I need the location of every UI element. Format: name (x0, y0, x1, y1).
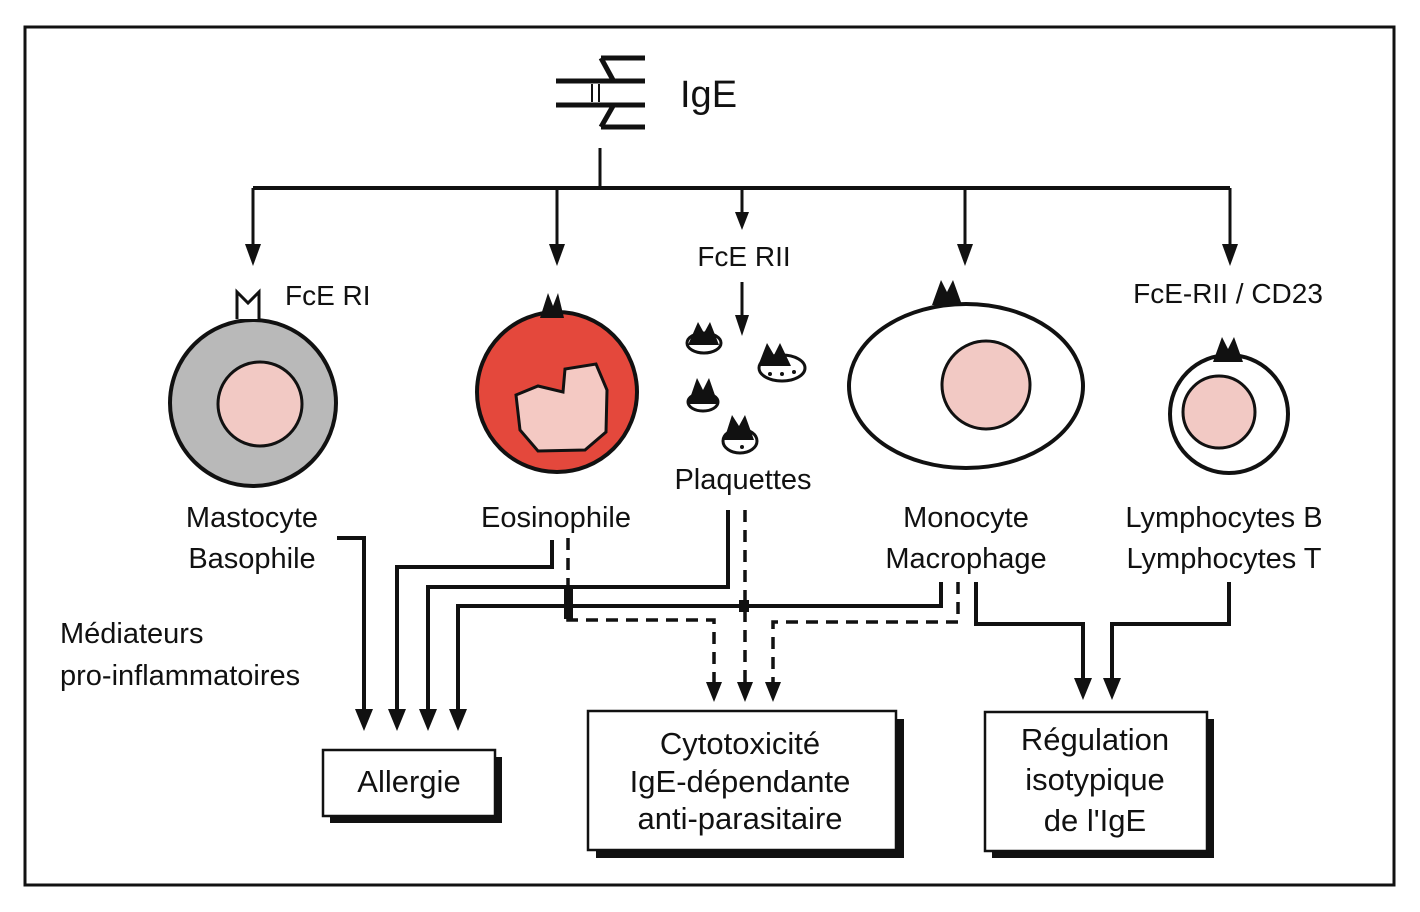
platelet (757, 343, 807, 383)
cytotoxicite-line-2: IgE-dépendante (630, 764, 851, 799)
regulation-line-1: Régulation (1021, 722, 1169, 757)
receptor-icon (540, 293, 564, 318)
eosinophile-label: Eosinophile (481, 502, 631, 534)
platelet (686, 378, 720, 413)
allergie-arrowheads (355, 709, 467, 731)
cytotoxicite-line-1: Cytotoxicité (660, 726, 820, 761)
cytotoxicity-arrowheads (706, 682, 781, 702)
fce-ri-receptor-icon (235, 288, 261, 319)
regulation-line-3: de l'IgE (1044, 803, 1146, 838)
mastocyte-cell (168, 288, 338, 488)
fce-rii-label: FcE RII (697, 241, 790, 272)
arrow-to-fce-rii (735, 212, 749, 230)
mediateurs-label: Médiateurs (60, 618, 203, 650)
monocyte-cell (847, 280, 1085, 470)
receptor-icon (932, 280, 962, 305)
lymphocytes-t-label: Lymphocytes T (1126, 543, 1321, 575)
cytotoxicity-connectors (566, 510, 960, 685)
arrow-to-plaquettes (735, 315, 749, 336)
fce-ri-label: FcE RI (285, 280, 371, 311)
eosinophile-nucleus (514, 362, 609, 453)
arrow-to-eosinophile (549, 244, 565, 266)
platelet-junction (739, 600, 749, 612)
platelet (721, 415, 759, 455)
lymphocyte-cell (1168, 337, 1290, 475)
platelet (685, 322, 723, 355)
eosinophile-cell (475, 293, 639, 474)
allergie-box: Allergie (321, 748, 502, 823)
plaquettes-label: Plaquettes (674, 464, 811, 496)
monocyte-label: Monocyte (903, 502, 1029, 534)
distribution-tree (251, 148, 1232, 318)
cytotoxicite-box: Cytotoxicité IgE-dépendante anti-parasit… (586, 709, 904, 858)
mastocyte-label: Mastocyte (186, 502, 318, 534)
arrow-to-mastocyte (245, 244, 261, 266)
cytotoxicite-line-3: anti-parasitaire (637, 801, 842, 836)
allergie-connectors (337, 510, 943, 712)
allergie-label: Allergie (357, 764, 460, 799)
ige-antibody-icon (556, 55, 645, 130)
lymphocytes-b-label: Lymphocytes B (1125, 502, 1322, 534)
regulation-box: Régulation isotypique de l'IgE (983, 710, 1214, 858)
regulation-connectors (974, 582, 1231, 680)
outer-frame (23, 25, 1396, 887)
fce-rii-cd23-label: FcE-RII / CD23 (1133, 278, 1323, 309)
regulation-line-2: isotypique (1025, 762, 1165, 797)
regulation-arrowheads (1074, 678, 1121, 700)
arrow-to-lymphocytes (1222, 244, 1238, 266)
pro-inflammatoires-label: pro-inflammatoires (60, 660, 300, 692)
tree-arrowheads (245, 212, 1238, 336)
macrophage-label: Macrophage (885, 543, 1046, 575)
receptor-icon (1213, 337, 1243, 362)
ige-title: IgE (680, 74, 737, 116)
platelets-group (685, 322, 807, 455)
basophile-label: Basophile (188, 543, 315, 575)
arrow-to-monocyte (957, 244, 973, 266)
